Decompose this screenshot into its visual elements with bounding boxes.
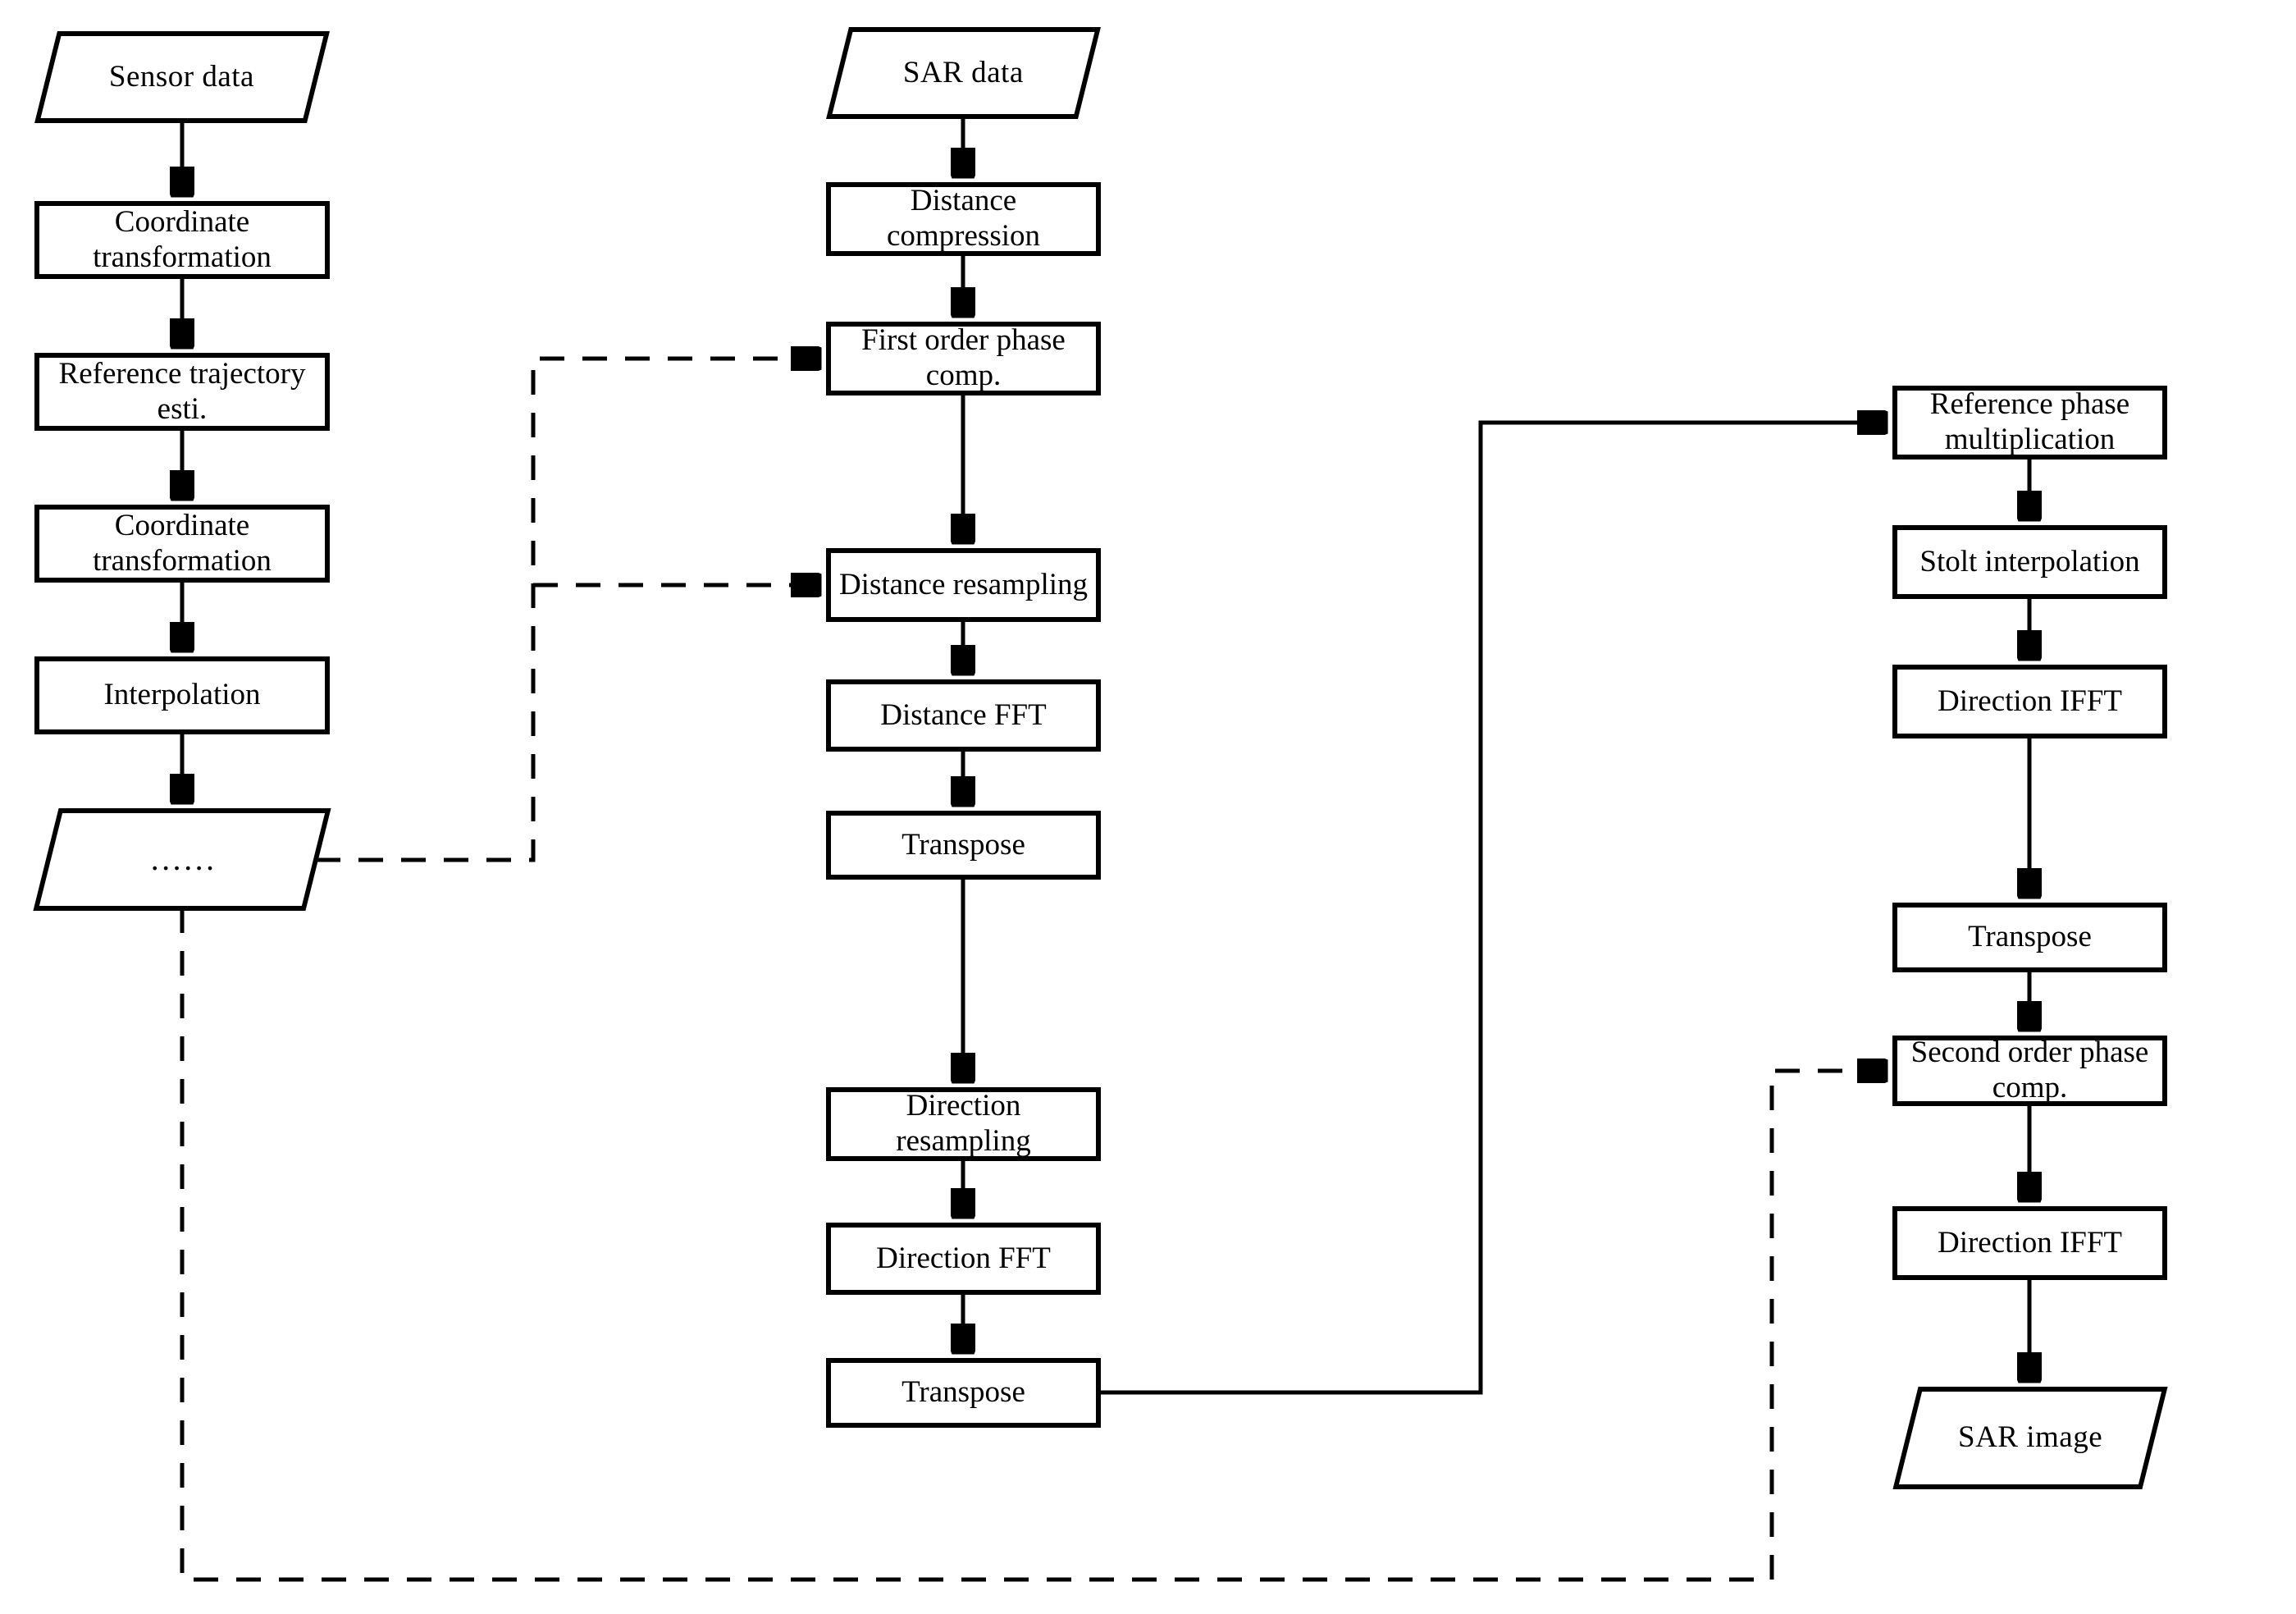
- node-label: Distance resampling: [838, 567, 1089, 601]
- node-interpolation: Interpolation: [34, 656, 330, 734]
- node-direction-ifft-1: Direction IFFT: [1892, 665, 2167, 738]
- node-sensor-data: Sensor data: [34, 31, 330, 123]
- node-label: Transpose: [902, 1375, 1025, 1410]
- node-ellipsis: ……: [33, 808, 331, 911]
- node-transpose-1: Transpose: [826, 811, 1101, 880]
- node-label: Sensor data: [109, 59, 255, 94]
- node-label: Transpose: [902, 827, 1025, 862]
- node-label: Distance FFT: [880, 697, 1047, 732]
- node-direction-resampling: Direction resampling: [826, 1087, 1101, 1161]
- node-distance-resampling: Distance resampling: [826, 548, 1101, 622]
- node-reference-phase-multiplication: Reference phase multiplication: [1892, 386, 2167, 460]
- node-transpose-3: Transpose: [1892, 903, 2167, 972]
- node-sar-data: SAR data: [826, 27, 1101, 119]
- node-distance-compression: Distance compression: [826, 182, 1101, 256]
- node-label: SAR image: [1957, 1420, 2103, 1455]
- node-label: First order phase comp.: [861, 323, 1066, 392]
- connector-ellipsis-to-first-order-phase-comp: [316, 359, 819, 862]
- node-label: Direction IFFT: [1937, 1225, 2123, 1260]
- node-label: SAR data: [903, 55, 1024, 89]
- node-label: Second order phase comp.: [1910, 1036, 2149, 1104]
- node-first-order-phase-comp: First order phase comp.: [826, 322, 1101, 395]
- node-label: ……: [148, 840, 216, 878]
- node-reference-trajectory-esti: Reference trajectory esti.: [34, 353, 330, 431]
- node-stolt-interpolation: Stolt interpolation: [1892, 525, 2167, 599]
- node-distance-fft: Distance FFT: [826, 679, 1101, 752]
- node-label: Stolt interpolation: [1919, 544, 2140, 578]
- node-coordinate-transformation-1: Coordinate transformation: [34, 201, 330, 279]
- node-label: Distance compression: [886, 184, 1041, 253]
- node-label: Direction FFT: [876, 1241, 1051, 1275]
- node-label: Direction IFFT: [1937, 684, 2123, 718]
- connector-transpose-2-to-reference-phase-multiplication: [1099, 423, 1886, 1395]
- node-direction-fft: Direction FFT: [826, 1223, 1101, 1295]
- node-coordinate-transformation-2: Coordinate transformation: [34, 505, 330, 583]
- node-label: Transpose: [1968, 920, 2092, 954]
- node-label: Coordinate transformation: [93, 508, 272, 578]
- node-label: Interpolation: [103, 678, 261, 712]
- node-label: Reference trajectory esti.: [58, 356, 306, 426]
- node-direction-ifft-2: Direction IFFT: [1892, 1206, 2167, 1280]
- node-label: Reference phase multiplication: [1929, 387, 2130, 456]
- node-second-order-phase-comp: Second order phase comp.: [1892, 1036, 2167, 1106]
- connector-ellipsis-to-second-order-phase-comp: [180, 908, 1886, 1582]
- node-transpose-2: Transpose: [826, 1358, 1101, 1428]
- node-label: Direction resampling: [896, 1089, 1031, 1158]
- node-sar-image: SAR image: [1892, 1387, 2168, 1489]
- node-label: Coordinate transformation: [93, 204, 272, 274]
